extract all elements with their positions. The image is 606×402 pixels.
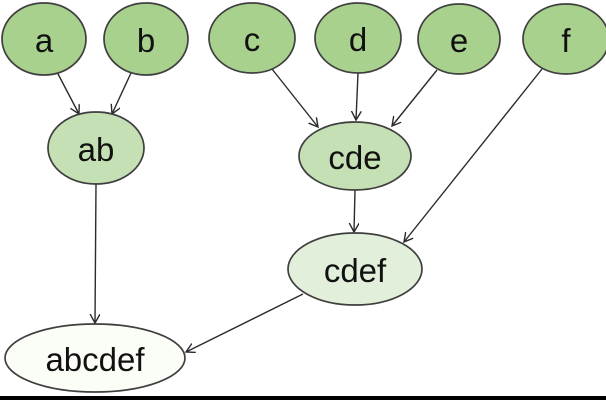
node-abcdef: abcdef — [4, 323, 186, 393]
node-c-shape — [208, 2, 296, 74]
node-f-label: f — [561, 22, 571, 59]
node-f: f — [522, 3, 606, 75]
node-c: c — [208, 2, 296, 74]
edges-layer — [56, 68, 543, 352]
edge-c-cde — [271, 68, 318, 127]
node-d-label: d — [349, 21, 367, 58]
edge-a-ab — [56, 71, 79, 114]
edge-e-cde — [392, 69, 438, 126]
node-e-label: e — [450, 22, 468, 59]
node-b-shape — [103, 2, 189, 76]
node-e-shape — [417, 3, 501, 75]
node-cdef: cdef — [287, 232, 423, 306]
node-ab-label: ab — [78, 131, 115, 168]
node-e: e — [417, 3, 501, 75]
node-abcdef-label: abcdef — [45, 341, 145, 378]
node-b-label: b — [137, 22, 155, 59]
edge-cde-cdef — [354, 189, 355, 232]
node-cde: cde — [298, 121, 412, 191]
node-b: b — [103, 2, 189, 76]
node-a-shape — [1, 2, 87, 76]
edge-d-cde — [356, 72, 358, 120]
node-f-shape — [522, 3, 606, 75]
node-ab-shape — [47, 111, 145, 185]
node-a: a — [1, 2, 87, 76]
edge-cdef-abcdef — [186, 293, 304, 352]
edge-ab-abcdef — [95, 183, 96, 323]
edge-b-ab — [112, 72, 132, 114]
node-c-label: c — [244, 21, 261, 58]
edge-f-cdef — [404, 68, 543, 242]
node-ab: ab — [47, 111, 145, 185]
node-d-shape — [314, 2, 402, 74]
node-cde-shape — [298, 121, 412, 191]
bottom-rule — [0, 396, 606, 400]
node-cde-label: cde — [328, 139, 381, 176]
node-a-label: a — [35, 22, 54, 59]
node-cdef-label: cdef — [324, 252, 387, 289]
node-cdef-shape — [287, 232, 423, 306]
node-d: d — [314, 2, 402, 74]
node-abcdef-shape — [4, 323, 186, 393]
